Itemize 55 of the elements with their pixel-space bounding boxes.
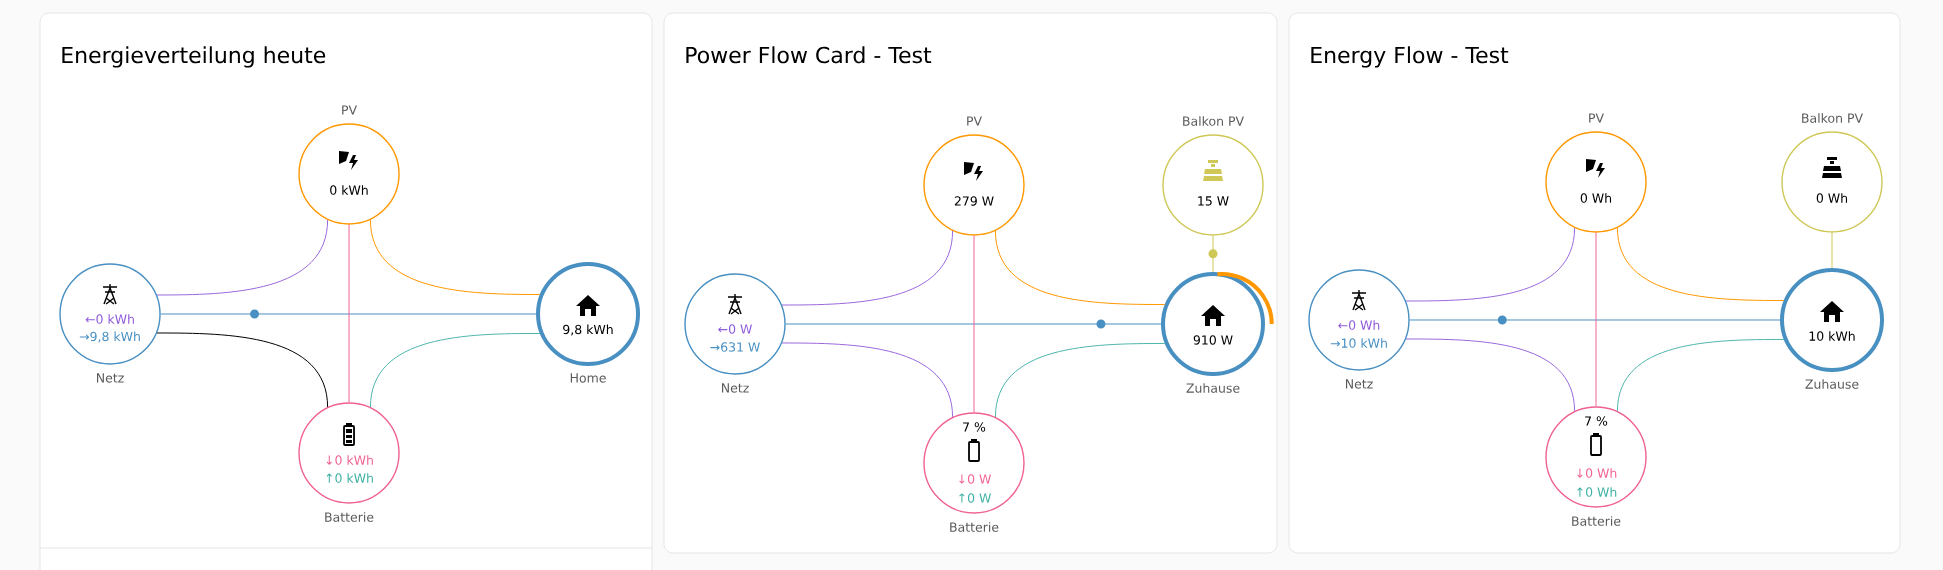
connector-line <box>369 219 541 295</box>
connector-line <box>994 342 1166 418</box>
connector-line <box>1208 235 1218 273</box>
value-text: ↓0 W <box>959 474 991 484</box>
value-text: 0 Wh <box>1816 193 1848 203</box>
connector-line <box>785 319 1162 329</box>
node-label: Balkon PV <box>1183 116 1244 126</box>
connector-line <box>1405 338 1576 412</box>
value-text: 279 W <box>954 196 994 206</box>
connector-line <box>160 309 537 319</box>
connector-line <box>1616 227 1785 301</box>
value-text: ↑0 kWh <box>326 473 373 483</box>
node-label: Zuhause <box>1186 383 1240 393</box>
node-label: Batterie <box>1572 516 1621 526</box>
percentage-text: 7 % <box>1585 416 1608 426</box>
value-text: 9,8 kWh <box>563 324 613 336</box>
connector-line <box>781 342 954 418</box>
connector-line <box>973 235 975 413</box>
node-label: PV <box>1589 113 1604 123</box>
value-text: 0 kWh <box>330 185 368 195</box>
connector-line <box>994 230 1166 305</box>
value-text: ↑0 Wh <box>1577 487 1617 497</box>
value-text: ↑0 W <box>959 493 991 503</box>
value-text: ←0 W <box>718 324 752 334</box>
value-text: ↓0 kWh <box>326 455 373 465</box>
value-text: →631 W <box>710 342 760 352</box>
connector-line <box>781 230 954 306</box>
value-text: →9,8 kWh <box>79 331 140 343</box>
node-label: PV <box>342 105 357 115</box>
value-text: ←0 kWh <box>85 314 134 324</box>
connector-line <box>369 332 541 408</box>
node-label: PV <box>967 116 982 126</box>
value-text: 15 W <box>1198 196 1229 206</box>
connector-line <box>1616 338 1785 412</box>
value-text: 10 kWh <box>1809 331 1855 341</box>
connector-line <box>1595 232 1597 407</box>
connector-line <box>348 224 350 403</box>
value-text: ←0 Wh <box>1338 320 1380 330</box>
value-text: →10 kWh <box>1330 338 1387 348</box>
connector-line <box>1831 232 1833 269</box>
connector-line <box>156 332 329 408</box>
node-label: Netz <box>722 383 749 393</box>
node-label: Batterie <box>950 522 999 532</box>
node-label: Batterie <box>325 512 374 522</box>
node-label: Home <box>570 373 606 383</box>
connector-line <box>156 219 329 296</box>
node-label: Zuhause <box>1805 379 1859 389</box>
value-text: ↓0 Wh <box>1577 468 1617 478</box>
percentage-text: 7 % <box>963 422 986 432</box>
node-label: Netz <box>1346 379 1373 389</box>
connector-line <box>1405 227 1576 302</box>
node-label: Netz <box>97 373 124 383</box>
connector-line <box>1409 315 1781 325</box>
node-label: Balkon PV <box>1802 113 1863 123</box>
value-text: 0 Wh <box>1580 193 1612 203</box>
